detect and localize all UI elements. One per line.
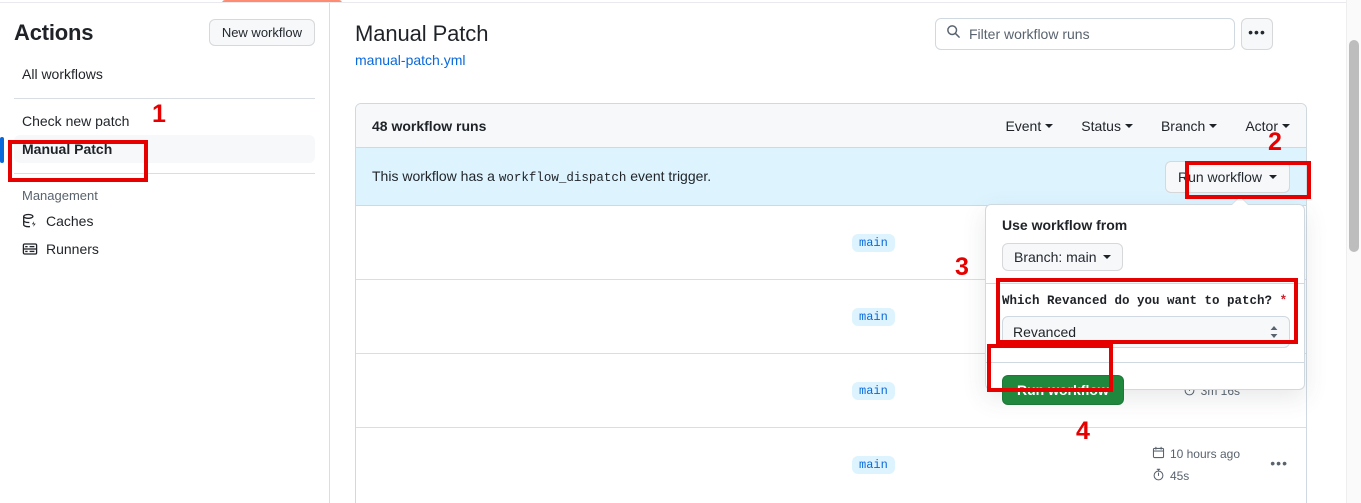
branch-badge[interactable]: main <box>852 381 895 400</box>
runs-panel-header: 48 workflow runs Event Status Branch <box>356 104 1306 148</box>
sidebar-section-management: Management <box>22 188 98 203</box>
dispatch-text-after: event trigger. <box>630 168 712 184</box>
sidebar-item-check-new-patch[interactable]: Check new patch <box>14 107 315 135</box>
popup-inputs-section: Which Revanced do you want to patch? * R… <box>986 284 1304 363</box>
run-date: 10 hours ago <box>1152 446 1240 462</box>
table-row[interactable]: main <box>356 280 1306 354</box>
sidebar-item-runners[interactable]: Runners <box>14 235 315 263</box>
run-duration: 45s <box>1152 468 1240 484</box>
popup-branch-section: Use workflow from Branch: main <box>986 205 1304 284</box>
run-workflow-dropdown-button[interactable]: Run workflow <box>1164 161 1290 193</box>
sidebar-item-manual-patch[interactable]: Manual Patch <box>0 135 315 163</box>
cache-icon <box>22 213 38 229</box>
revanced-select-value: Revanced <box>1013 324 1077 340</box>
sidebar-item-label: Runners <box>46 241 99 257</box>
sidebar-divider-2 <box>14 173 315 174</box>
run-meta: 10 hours ago 45s <box>1152 446 1240 484</box>
filter-label: Actor <box>1245 117 1278 134</box>
new-workflow-button[interactable]: New workflow <box>208 19 315 46</box>
search-input[interactable]: Filter workflow runs <box>935 18 1235 50</box>
select-arrows-icon <box>1269 325 1279 339</box>
branch-badge[interactable]: main <box>852 233 895 252</box>
submit-run-workflow-button[interactable]: Run workflow <box>1002 375 1124 405</box>
runs-filter-bar: Event Status Branch Actor <box>1005 118 1290 134</box>
page-options-kebab-icon[interactable]: ••• <box>1241 18 1273 50</box>
chevron-down-icon <box>1269 175 1277 179</box>
filter-label: Status <box>1081 117 1121 134</box>
dispatch-event-code: workflow_dispatch <box>498 171 627 185</box>
dispatch-banner-text: This workflow has a workflow_dispatch ev… <box>372 168 711 185</box>
filter-label: Branch <box>1160 117 1206 134</box>
filter-status[interactable]: Status <box>1081 118 1133 134</box>
filter-actor[interactable]: Actor <box>1245 118 1290 134</box>
run-date-text: 10 hours ago <box>1169 447 1240 461</box>
page-scrollbar-thumb[interactable] <box>1349 40 1359 252</box>
patch-field-label: Which Revanced do you want to patch? * <box>1002 294 1288 308</box>
popup-caret-inner-icon <box>1232 197 1248 205</box>
filter-event[interactable]: Event <box>1005 117 1054 134</box>
page-title: Manual Patch <box>355 21 489 46</box>
search-icon <box>946 24 961 44</box>
required-marker: * <box>1279 294 1288 308</box>
sidebar-item-all-workflows[interactable]: All workflows <box>14 60 315 88</box>
sidebar-divider-1 <box>14 98 315 99</box>
workflow-dispatch-banner: This workflow has a workflow_dispatch ev… <box>356 148 1306 206</box>
header-divider <box>0 2 1361 3</box>
sidebar-item-label: All workflows <box>22 66 103 82</box>
page-scrollbar-track[interactable] <box>1346 0 1361 503</box>
search-area: Filter workflow runs ••• <box>935 18 1273 50</box>
table-row[interactable]: main 10 hours ago <box>356 428 1306 502</box>
revanced-select[interactable]: Revanced <box>1002 316 1290 348</box>
use-workflow-from-label: Use workflow from <box>1002 217 1128 233</box>
run-workflow-button-label: Run workflow <box>1177 169 1262 185</box>
run-workflow-popup: Use workflow from Branch: main Which Rev… <box>985 196 1305 405</box>
sidebar-header: Actions New workflow <box>14 3 315 56</box>
chevron-down-icon <box>1103 255 1112 259</box>
branch-badge[interactable]: main <box>852 456 895 474</box>
actions-sidebar: Actions New workflow All workflows Check… <box>0 3 330 503</box>
branch-select-label: Branch: main <box>1014 249 1097 265</box>
table-row[interactable]: main <box>356 206 1306 280</box>
sidebar-item-label: Caches <box>46 213 94 229</box>
chevron-down-icon <box>1209 123 1218 128</box>
stopwatch-icon <box>1152 468 1165 484</box>
sidebar-item-caches[interactable]: Caches <box>14 207 315 235</box>
chevron-down-icon <box>1282 123 1290 128</box>
sidebar-title: Actions <box>14 19 94 45</box>
filter-branch[interactable]: Branch <box>1160 117 1218 134</box>
run-duration-text: 45s <box>1169 469 1190 483</box>
row-options-kebab-icon[interactable]: ••• <box>1270 455 1288 471</box>
server-icon <box>22 241 38 257</box>
chevron-down-icon <box>1124 123 1133 128</box>
branch-select-button[interactable]: Branch: main <box>1002 243 1124 271</box>
branch-badge[interactable]: main <box>852 307 895 326</box>
sidebar-item-label: Check new patch <box>22 113 130 129</box>
page-header: Manual Patch manual-patch.yml Filter wor… <box>331 3 1331 70</box>
search-placeholder: Filter workflow runs <box>969 26 1090 42</box>
dispatch-text-before: This workflow has a <box>372 168 495 184</box>
calendar-icon <box>1152 446 1165 462</box>
workflow-runs-count: 48 workflow runs <box>372 117 487 134</box>
filter-label: Event <box>1005 117 1042 134</box>
patch-field-label-text: Which Revanced do you want to patch? <box>1002 294 1273 308</box>
popup-submit-section: Run workflow <box>986 363 1304 417</box>
sidebar-item-label: Manual Patch <box>22 141 113 157</box>
chevron-down-icon <box>1045 123 1054 128</box>
workflow-file-link[interactable]: manual-patch.yml <box>355 52 466 68</box>
active-tab-indicator <box>222 0 342 3</box>
